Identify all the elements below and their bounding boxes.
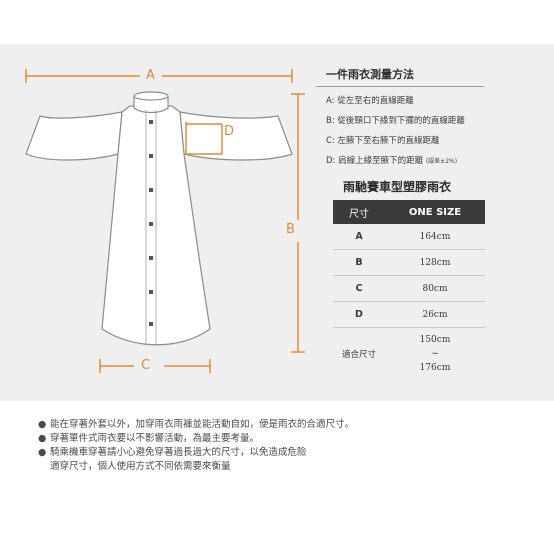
dimension-a-label: A: [146, 68, 155, 83]
coat-buttons: [149, 120, 153, 326]
table-row-fit: 適合尺寸 150cm ~ 176cm: [333, 328, 485, 381]
note-continuation: 適穿尺寸，個人使用方式不同依需要來衡量: [50, 461, 231, 472]
raincoat-diagram: [25, 69, 305, 373]
raincoat-illustration: [25, 91, 293, 346]
row-label: A: [333, 224, 385, 250]
size-table: 尺寸 ONE SIZE A 164cm B 128cm C 80cm D 26c…: [333, 200, 485, 380]
fit-from: 150cm: [419, 335, 451, 345]
note-line: ●穿著單件式雨衣要以不影響活動，為最主要考量。: [38, 433, 260, 444]
method-divider: [316, 86, 484, 87]
fit-sep: ~: [431, 349, 439, 359]
fit-value: 150cm ~ 176cm: [385, 328, 485, 381]
bullet-icon: ●: [38, 433, 47, 444]
note-line: ●騎乘機車穿著請小心避免穿著過長過大的尺寸，以免造成危險: [38, 447, 307, 458]
bullet-icon: ●: [38, 419, 47, 430]
left-sleeve: [25, 111, 123, 161]
dimension-b-label: B: [286, 222, 295, 237]
dimension-a-line: [25, 69, 293, 83]
row-value: 26cm: [385, 301, 485, 328]
size-table-header: 尺寸 ONE SIZE: [333, 200, 485, 224]
dimension-d-line: [185, 122, 223, 155]
header-size: 尺寸: [333, 200, 385, 224]
row-label: B: [333, 249, 385, 276]
table-row: A 164cm: [333, 224, 485, 250]
method-item-a: A: 從左至右的直線距離: [326, 96, 414, 106]
table-row: D 26cm: [333, 301, 485, 328]
fit-to: 176cm: [419, 363, 451, 373]
size-table-title: 雨馳賽車型塑膠雨衣: [343, 180, 452, 194]
row-value: 164cm: [385, 224, 485, 250]
method-item-b: B: 從後頸口下緣到下擺的的直線距離: [326, 116, 465, 126]
row-value: 80cm: [385, 275, 485, 302]
bullet-icon: ●: [38, 447, 47, 458]
right-sleeve: [179, 111, 293, 161]
row-label: C: [333, 275, 385, 302]
table-row: B 128cm: [333, 249, 485, 276]
tolerance-note: (誤差±2%): [425, 158, 458, 165]
table-row: C 80cm: [333, 275, 485, 302]
method-title: 一件雨衣測量方法: [326, 68, 414, 81]
method-item-d: D: 肩線上緣至腋下的距離 (誤差±2%): [326, 156, 458, 166]
row-label: D: [333, 301, 385, 328]
row-value: 128cm: [385, 249, 485, 276]
dimension-c-label: C: [141, 358, 151, 373]
dimension-b-line: [291, 93, 305, 353]
fit-label: 適合尺寸: [341, 350, 376, 360]
usage-notes: ●能在穿著外套以外，加穿雨衣雨褲並能活動自如，便是雨衣的合適尺寸。 ●穿著單件式…: [38, 418, 538, 474]
dimension-d-label: D: [224, 124, 235, 139]
dimension-c-line: [99, 359, 211, 373]
note-line: ●能在穿著外套以外，加穿雨衣雨褲並能活動自如，便是雨衣的合適尺寸。: [38, 419, 355, 430]
method-item-c: C: 左腋下至右腋下的直線距離: [326, 136, 440, 146]
header-one-size: ONE SIZE: [385, 200, 485, 224]
